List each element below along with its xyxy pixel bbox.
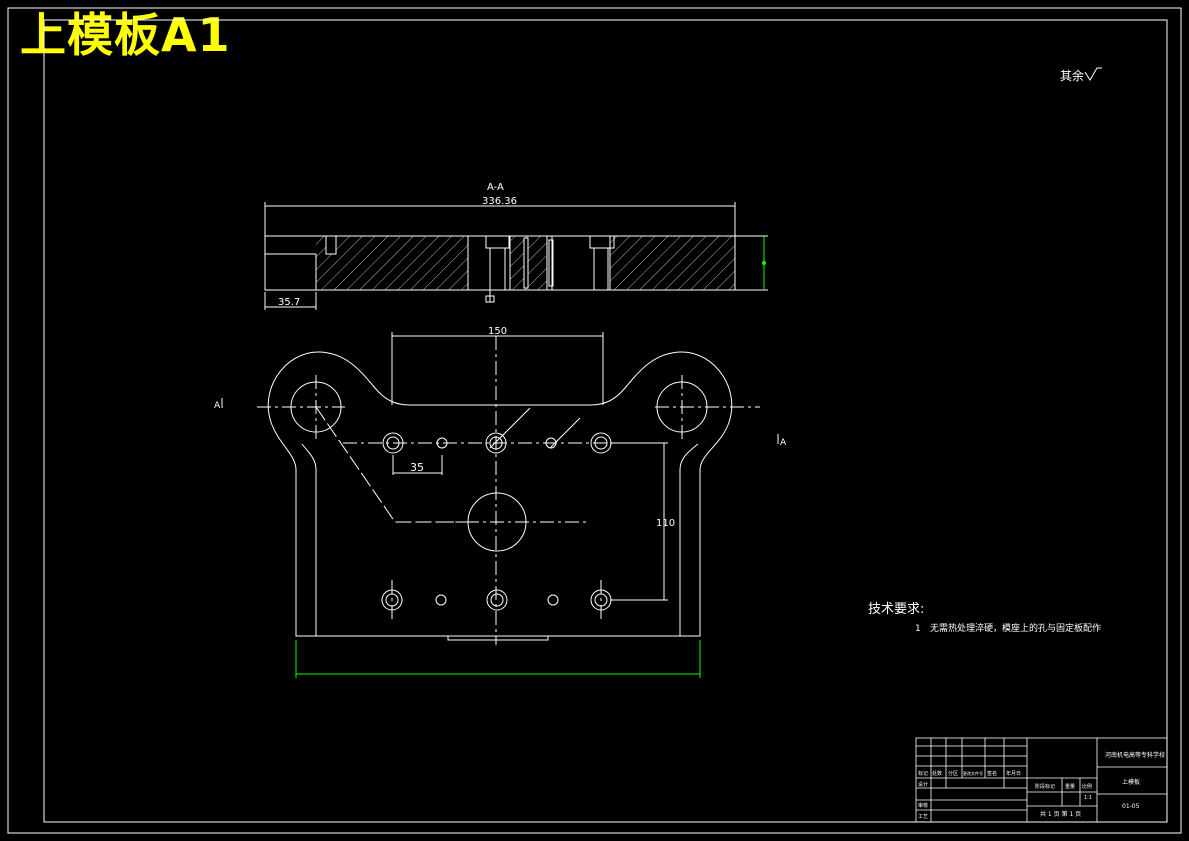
tech-req-item: 无需热处理淬硬，模座上的孔与固定板配作 <box>930 622 1101 634</box>
tb-col-zone: 分区 <box>948 770 958 777</box>
tb-label-process: 工艺 <box>918 814 928 820</box>
tb-label-mark: 标记 <box>918 770 928 777</box>
section-hatch-right <box>610 236 735 290</box>
tech-req-heading: 技术要求: <box>868 602 924 617</box>
frame-corner-mark <box>1154 19 1168 32</box>
tb-stage: 阶段标记 <box>1035 783 1055 790</box>
dim-left-step: 35.7 <box>278 297 300 308</box>
tb-school: 河南机电高等专科学校 <box>1105 751 1165 759</box>
dim-vertical-110: 110 <box>656 518 675 529</box>
tb-col-sign: 签名 <box>987 770 997 777</box>
tb-scale: 1:1 <box>1084 795 1092 801</box>
tb-part-name: 上模板 <box>1122 778 1140 786</box>
dim-overall-width: 336.36 <box>482 196 517 207</box>
plan-view <box>221 332 779 678</box>
inner-frame <box>43 19 1168 823</box>
dim-pitch-35: 35 <box>410 461 424 474</box>
tech-req-num: 1 <box>915 624 921 634</box>
tb-sheet-info: 共 1 页 第 1 页 <box>1040 810 1081 818</box>
roughness-note: 其余 <box>1060 68 1084 83</box>
roughness-symbol <box>1084 67 1102 81</box>
plate-outline <box>267 351 733 637</box>
section-hatch-left <box>316 236 468 290</box>
tb-label-review: 审核 <box>918 802 928 809</box>
tb-col-doc: 更改文件号 <box>963 770 983 776</box>
section-label: A-A <box>487 182 504 193</box>
section-view: A-A 336.36 35.7 <box>264 182 768 310</box>
tb-col-date: 年月日 <box>1006 770 1021 777</box>
dim-top-150: 150 <box>488 326 507 337</box>
tb-ratio: 比例 <box>1082 783 1092 790</box>
cut-marker-right: A <box>780 438 787 448</box>
tb-drawing-no: 01-05 <box>1122 803 1140 810</box>
tb-label-design: 设计 <box>918 781 928 788</box>
cut-marker-left: A <box>214 401 221 411</box>
outer-frame <box>7 7 1182 834</box>
tb-weight: 重量 <box>1065 783 1075 790</box>
tb-col-count: 处数 <box>932 770 942 777</box>
title-block <box>915 737 1168 823</box>
